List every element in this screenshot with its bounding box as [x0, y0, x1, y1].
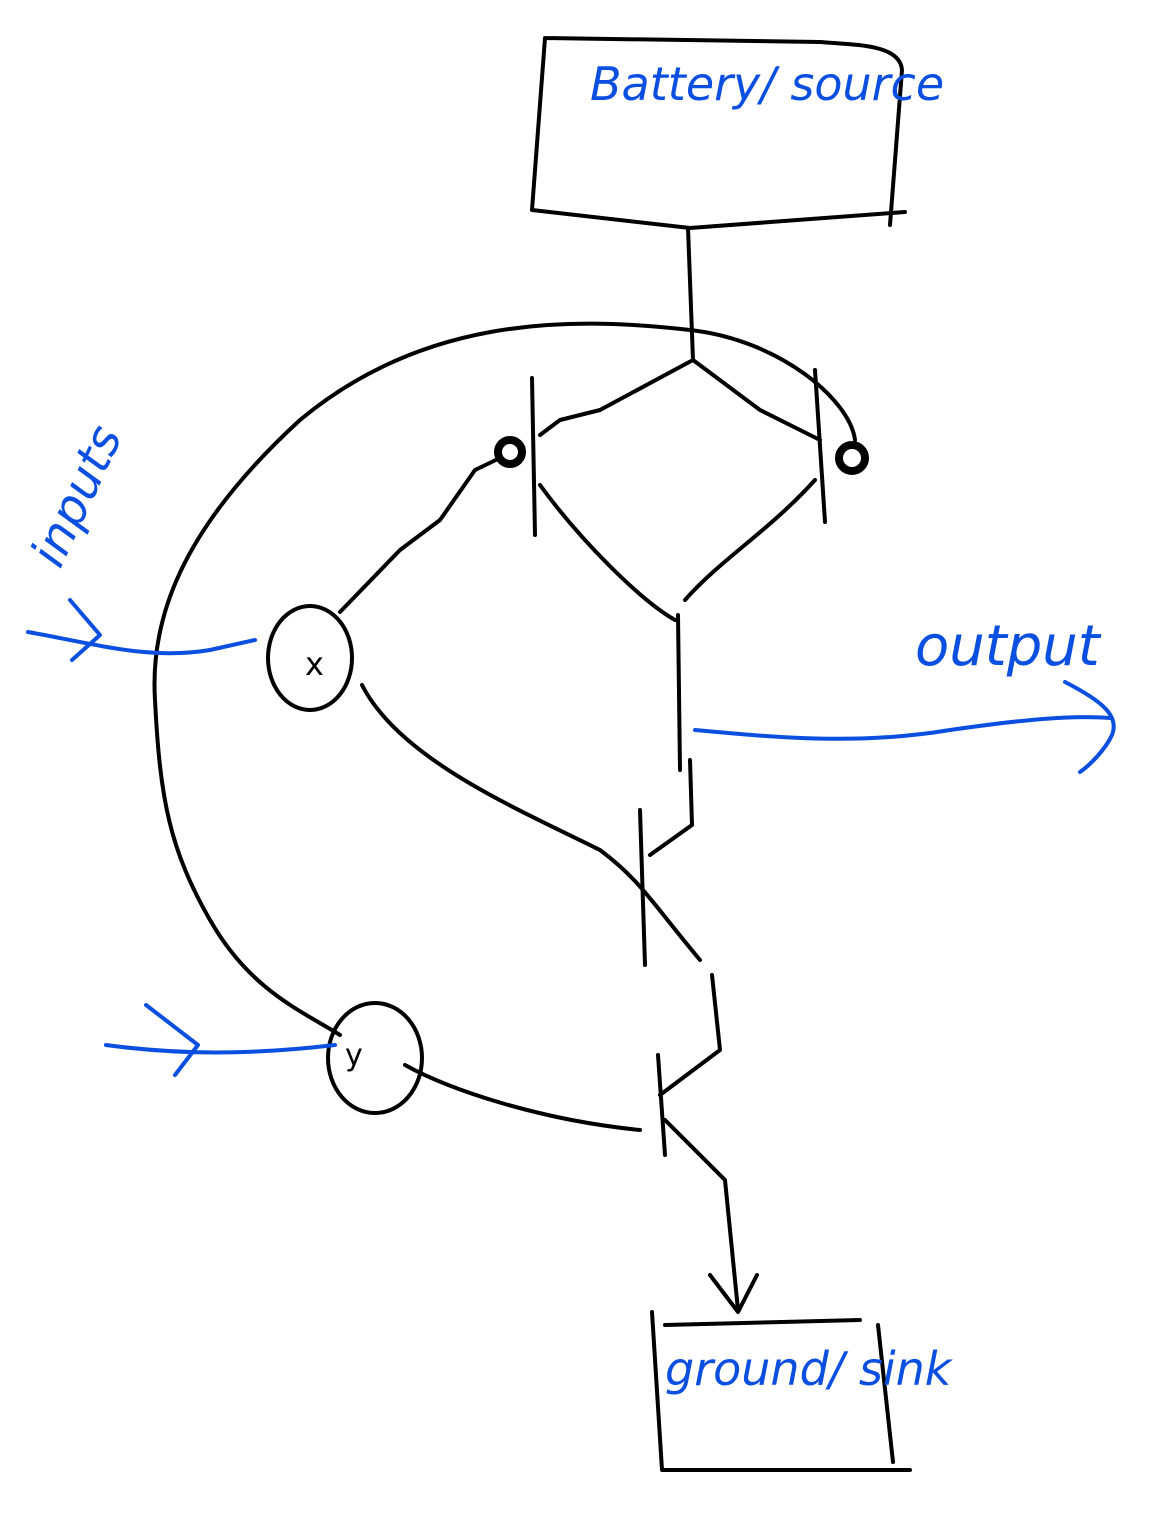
- output-label: output: [915, 614, 1102, 679]
- transistor-middle: [638, 808, 722, 1097]
- feedback-loop-wire: [152, 321, 857, 1037]
- gate-dot-right: [835, 441, 869, 475]
- output-arrow: [693, 680, 1116, 774]
- input-x-label: x: [305, 645, 324, 683]
- x-to-lower-transistor: [360, 683, 702, 962]
- source-box: Battery/ source: [530, 36, 944, 230]
- output-wire: [648, 613, 694, 857]
- sink-box: ground/ sink: [650, 1310, 954, 1472]
- input-y-node: y: [326, 1001, 424, 1115]
- inputs-label: inputs: [20, 417, 134, 575]
- y-to-bottom-transistor: [403, 1063, 642, 1132]
- transistor-right: [813, 368, 827, 524]
- transistor-left: [530, 376, 537, 537]
- top-wiring: [538, 358, 822, 622]
- input-y-arrow: [104, 1003, 337, 1077]
- source-label: Battery/ source: [590, 57, 944, 111]
- source-wire: [686, 226, 695, 362]
- input-x-arrow: [26, 598, 257, 662]
- x-to-left-gate: [338, 456, 502, 614]
- sink-label: ground/ sink: [665, 1342, 954, 1396]
- transistor-bottom: [656, 1053, 759, 1314]
- gate-dot-left: [494, 436, 526, 468]
- input-y-label: y: [345, 1038, 363, 1073]
- input-x-node: x: [266, 604, 354, 712]
